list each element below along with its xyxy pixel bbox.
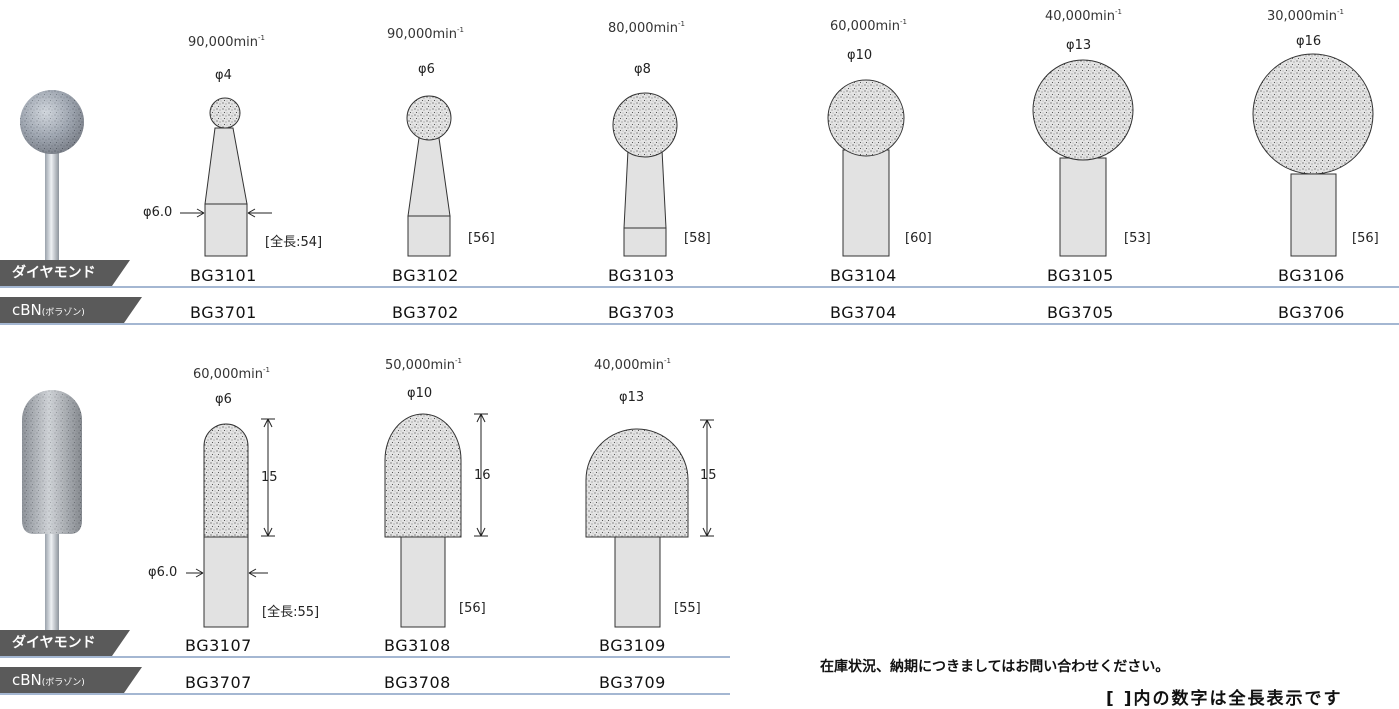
length-bg3103: [58] <box>684 231 711 246</box>
diameter-bg3103: φ8 <box>634 62 651 77</box>
diameter-bg3101: φ4 <box>215 68 232 83</box>
tool-bg3104 <box>827 79 905 257</box>
length-bg3106: [56] <box>1352 231 1379 246</box>
tool-bg3101 <box>204 97 248 257</box>
shank-dimension-arrows-row2 <box>186 568 268 578</box>
speed-bg3107: 60,000min-1 <box>193 366 270 382</box>
code-bg3104: BG3104 <box>830 266 897 285</box>
length-bg3101: [全長:54] <box>265 235 323 250</box>
head-length-bg3108: 16 <box>474 468 491 483</box>
cbn-tag-row2: cBN(ボラゾン) <box>0 667 142 693</box>
code-bg3705: BG3705 <box>1047 303 1114 322</box>
tool-bg3106 <box>1252 53 1374 257</box>
code-bg3107: BG3107 <box>185 636 252 655</box>
speed-bg3105: 40,000min-1 <box>1045 8 1122 24</box>
head-length-bg3109: 15 <box>700 468 717 483</box>
code-bg3103: BG3103 <box>608 266 675 285</box>
tool-bg3103 <box>612 92 678 257</box>
tool-bg3102 <box>406 95 452 257</box>
diameter-bg3102: φ6 <box>418 62 435 77</box>
code-bg3109: BG3109 <box>599 636 666 655</box>
shank-diameter-row2: φ6.0 <box>148 565 178 580</box>
diameter-bg3109: φ13 <box>619 390 645 405</box>
diameter-bg3106: φ16 <box>1296 34 1322 49</box>
code-bg3106: BG3106 <box>1278 266 1345 285</box>
speed-bg3102: 90,000min-1 <box>387 26 464 42</box>
length-bg3109: [55] <box>674 601 701 616</box>
tool-bg3109 <box>585 428 689 628</box>
head-length-dimensions <box>261 413 714 537</box>
code-bg3105: BG3105 <box>1047 266 1114 285</box>
length-bg3102: [56] <box>468 231 495 246</box>
code-bg3704: BG3704 <box>830 303 897 322</box>
code-bg3707: BG3707 <box>185 673 252 692</box>
head-length-bg3107: 15 <box>261 470 278 485</box>
cbn-tag-row1: cBN(ボラゾン) <box>0 297 142 323</box>
diameter-bg3104: φ10 <box>847 48 873 63</box>
length-bg3104: [60] <box>905 231 932 246</box>
length-bg3107: [全長:55] <box>262 605 320 620</box>
code-bg3101: BG3101 <box>190 266 257 285</box>
diameter-bg3108: φ10 <box>407 386 433 401</box>
code-bg3701: BG3701 <box>190 303 257 322</box>
speed-bg3104: 60,000min-1 <box>830 18 907 34</box>
code-bg3108: BG3108 <box>384 636 451 655</box>
speed-bg3109: 40,000min-1 <box>594 357 671 373</box>
diamond-tag-row2: ダイヤモンド <box>0 630 130 656</box>
diamond-tag-row1: ダイヤモンド <box>0 260 130 286</box>
length-bg3105: [53] <box>1124 231 1151 246</box>
speed-bg3106: 30,000min-1 <box>1267 8 1344 24</box>
stock-inquiry-note: 在庫状況、納期につきましてはお問い合わせください。 <box>820 659 1170 675</box>
diameter-bg3105: φ13 <box>1066 38 1092 53</box>
speed-bg3108: 50,000min-1 <box>385 357 462 373</box>
code-bg3709: BG3709 <box>599 673 666 692</box>
tool-bg3108 <box>384 413 462 628</box>
cylinder-tool-photo <box>22 390 82 632</box>
length-bg3108: [56] <box>459 601 486 616</box>
code-bg3708: BG3708 <box>384 673 451 692</box>
tool-bg3105 <box>1032 59 1134 257</box>
shank-dimension-arrows-row1 <box>180 208 272 218</box>
shank-diameter-row1: φ6.0 <box>143 205 173 220</box>
code-bg3703: BG3703 <box>608 303 675 322</box>
diameter-bg3107: φ6 <box>215 392 232 407</box>
table-rules <box>0 286 1399 695</box>
code-bg3706: BG3706 <box>1278 303 1345 322</box>
tool-bg3107 <box>203 423 249 628</box>
speed-bg3101: 90,000min-1 <box>188 34 265 50</box>
code-bg3702: BG3702 <box>392 303 459 322</box>
code-bg3102: BG3102 <box>392 266 459 285</box>
ball-tool-photo <box>20 90 84 260</box>
speed-bg3103: 80,000min-1 <box>608 20 685 36</box>
